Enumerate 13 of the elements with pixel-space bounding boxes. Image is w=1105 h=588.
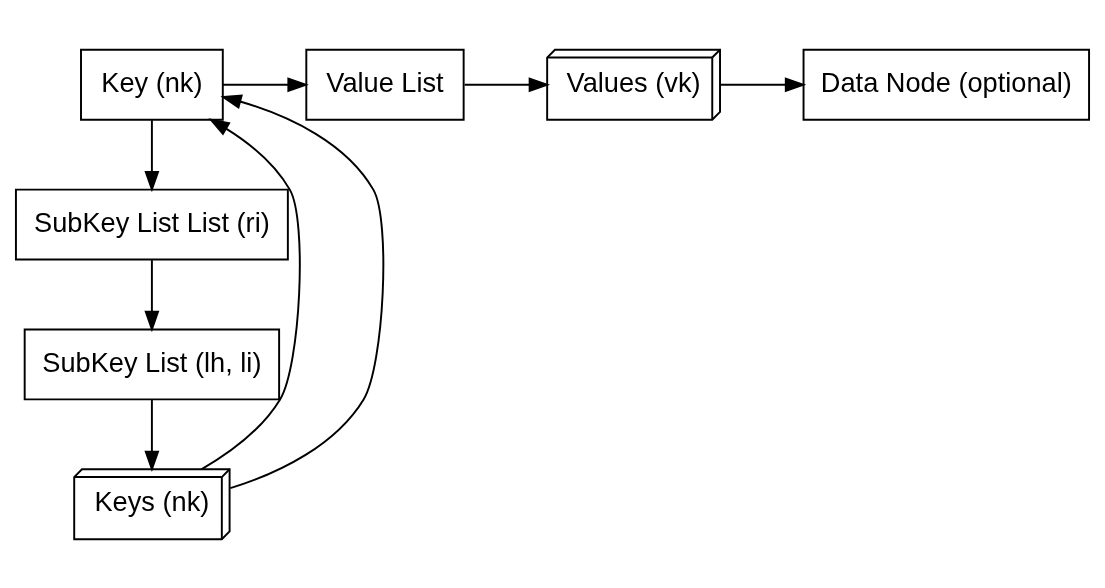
arrow — [220, 94, 385, 489]
arrow — [719, 76, 807, 92]
arrow — [221, 76, 309, 92]
node-box: Data Node (optional) — [802, 48, 1091, 121]
node-box: Value List — [305, 48, 465, 121]
arrow — [144, 258, 160, 332]
arrow — [144, 118, 160, 192]
arrow — [144, 398, 160, 472]
node-box: Key (nk) — [80, 48, 224, 121]
arrow — [463, 76, 551, 92]
node-box: SubKey List (lh, li) — [23, 328, 281, 400]
node-box: SubKey List List (ri) — [14, 188, 289, 260]
arrow — [200, 117, 301, 470]
